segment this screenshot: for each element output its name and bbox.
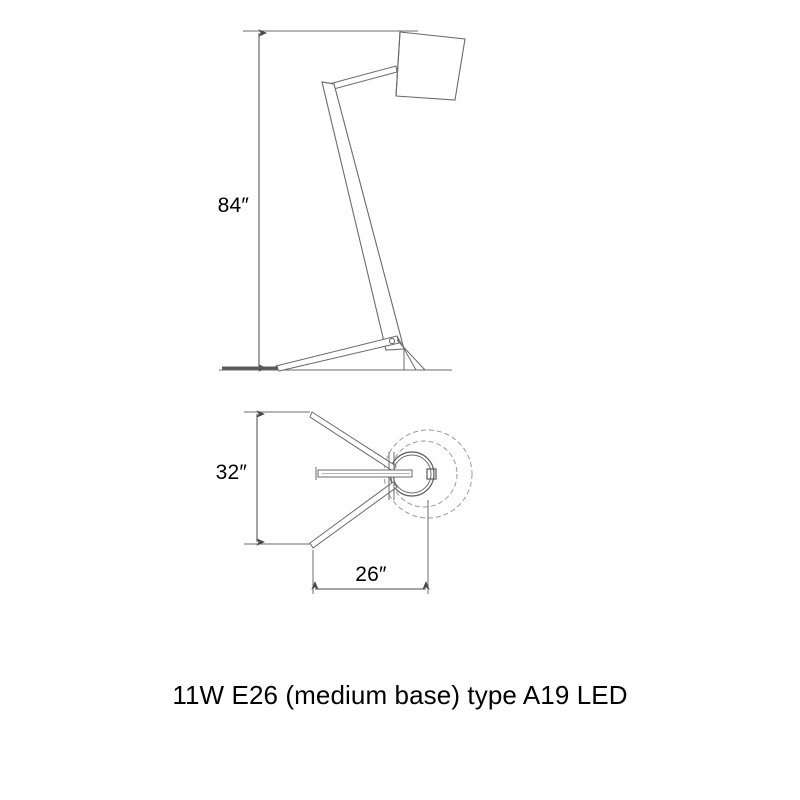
plan-lower-leg xyxy=(309,481,398,549)
pole-runner-joint xyxy=(388,337,396,345)
plan-view-group: 32″ 26″ xyxy=(216,410,473,594)
lamp-shade xyxy=(395,31,466,101)
socket-square xyxy=(426,468,437,480)
depth-dimension-label: 32″ xyxy=(216,461,248,484)
shade-inner-circle xyxy=(390,440,458,508)
width-dimension-label: 26″ xyxy=(355,563,387,586)
lamp-pole xyxy=(321,81,405,351)
height-dimension-label: 84″ xyxy=(218,194,250,217)
front-foot-runner xyxy=(275,335,400,372)
plan-upper-leg xyxy=(309,411,397,472)
elevation-view-group: 84″ xyxy=(218,29,466,372)
shade-back-edge xyxy=(395,31,401,97)
rear-leg-inner xyxy=(396,335,417,371)
bulb-specification-caption: 11W E26 (medium base) type A19 LED xyxy=(172,680,628,710)
pole-top-cap xyxy=(321,81,335,85)
lamp-arm xyxy=(328,65,398,91)
